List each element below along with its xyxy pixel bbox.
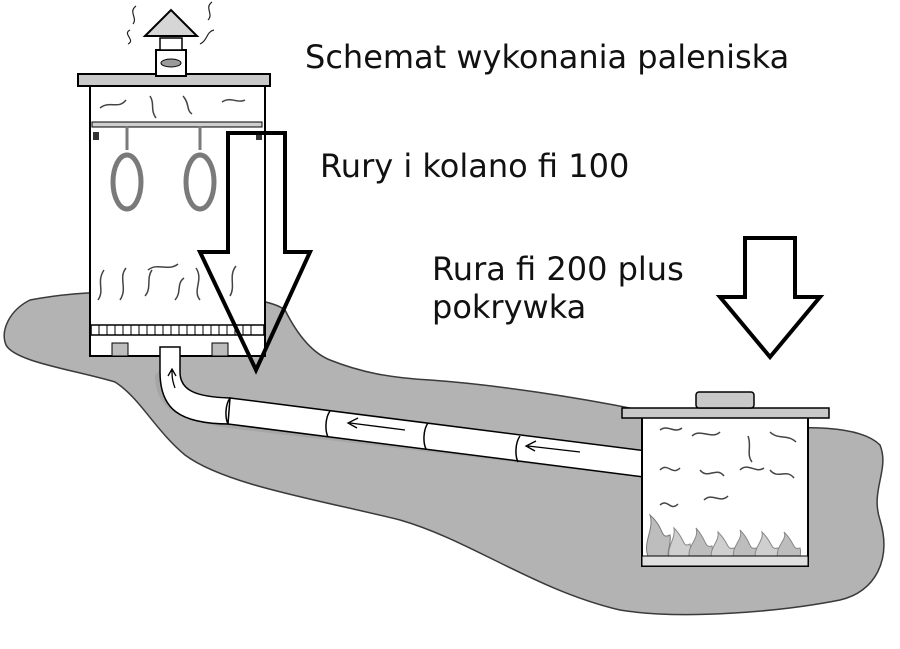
- hanging-rings: [110, 126, 217, 212]
- label-large-pipe-line-2: pokrywka: [432, 288, 587, 326]
- pipe-line: [159, 346, 656, 479]
- label-large-pipe: Rura fi 200 plus pokrywka: [432, 250, 684, 326]
- arrow-down-right: [715, 236, 825, 361]
- smokehouse: [77, 1, 271, 357]
- flow-arrow: [167, 367, 581, 453]
- firebox: [621, 391, 830, 567]
- arrow-down-left: [196, 131, 314, 375]
- label-small-pipes: Rury i kolano fi 100: [320, 147, 630, 185]
- diagram-title: Schemat wykonania paleniska: [305, 38, 790, 76]
- label-large-pipe-line-1: Rura fi 200 plus: [432, 250, 684, 288]
